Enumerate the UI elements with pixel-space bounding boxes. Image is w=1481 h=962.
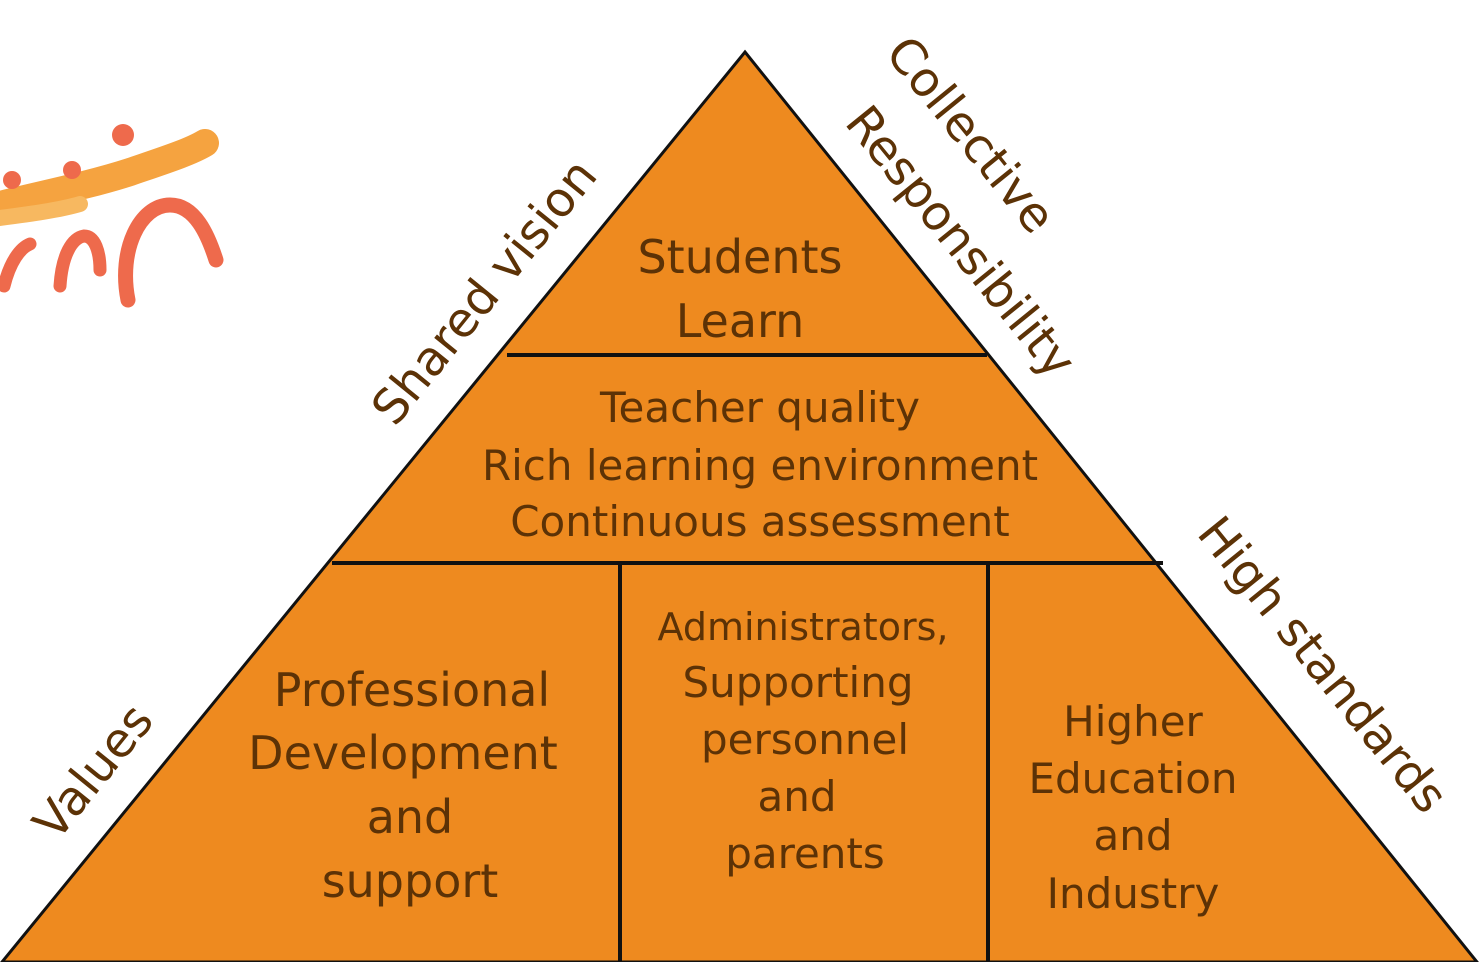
tier-middle-line: Teacher quality: [599, 383, 920, 432]
base-left-line: support: [322, 854, 499, 908]
pyramid-shape: [0, 49, 1479, 962]
tier-top-line: Students: [637, 230, 842, 284]
tier-top: Students Learn: [637, 230, 842, 348]
base-right-line: and: [1093, 811, 1172, 860]
base-right-line: Higher: [1063, 697, 1203, 746]
tier-base-left: Professional Development and support: [248, 663, 558, 908]
people-figures-logo-icon: [0, 124, 224, 308]
base-right-line: Industry: [1047, 869, 1220, 918]
tier-top-line: Learn: [676, 294, 805, 348]
tier-middle-line: Rich learning environment: [482, 441, 1038, 490]
base-center-line: parents: [725, 829, 885, 878]
base-center-line: personnel: [701, 715, 909, 764]
base-left-line: Development: [248, 726, 558, 780]
tier-base-center: Administrators, Supporting personnel and…: [658, 605, 949, 878]
tier-middle: Teacher quality Rich learning environmen…: [482, 383, 1038, 546]
base-left-line: Professional: [274, 663, 550, 717]
base-right-line: Education: [1028, 754, 1237, 803]
tier-base-right: Higher Education and Industry: [1028, 697, 1237, 918]
tier-middle-line: Continuous assessment: [510, 497, 1010, 546]
base-left-line: and: [367, 790, 454, 844]
base-center-line: and: [757, 772, 836, 821]
base-center-line: Administrators,: [658, 605, 949, 649]
base-center-line: Supporting: [683, 658, 914, 707]
